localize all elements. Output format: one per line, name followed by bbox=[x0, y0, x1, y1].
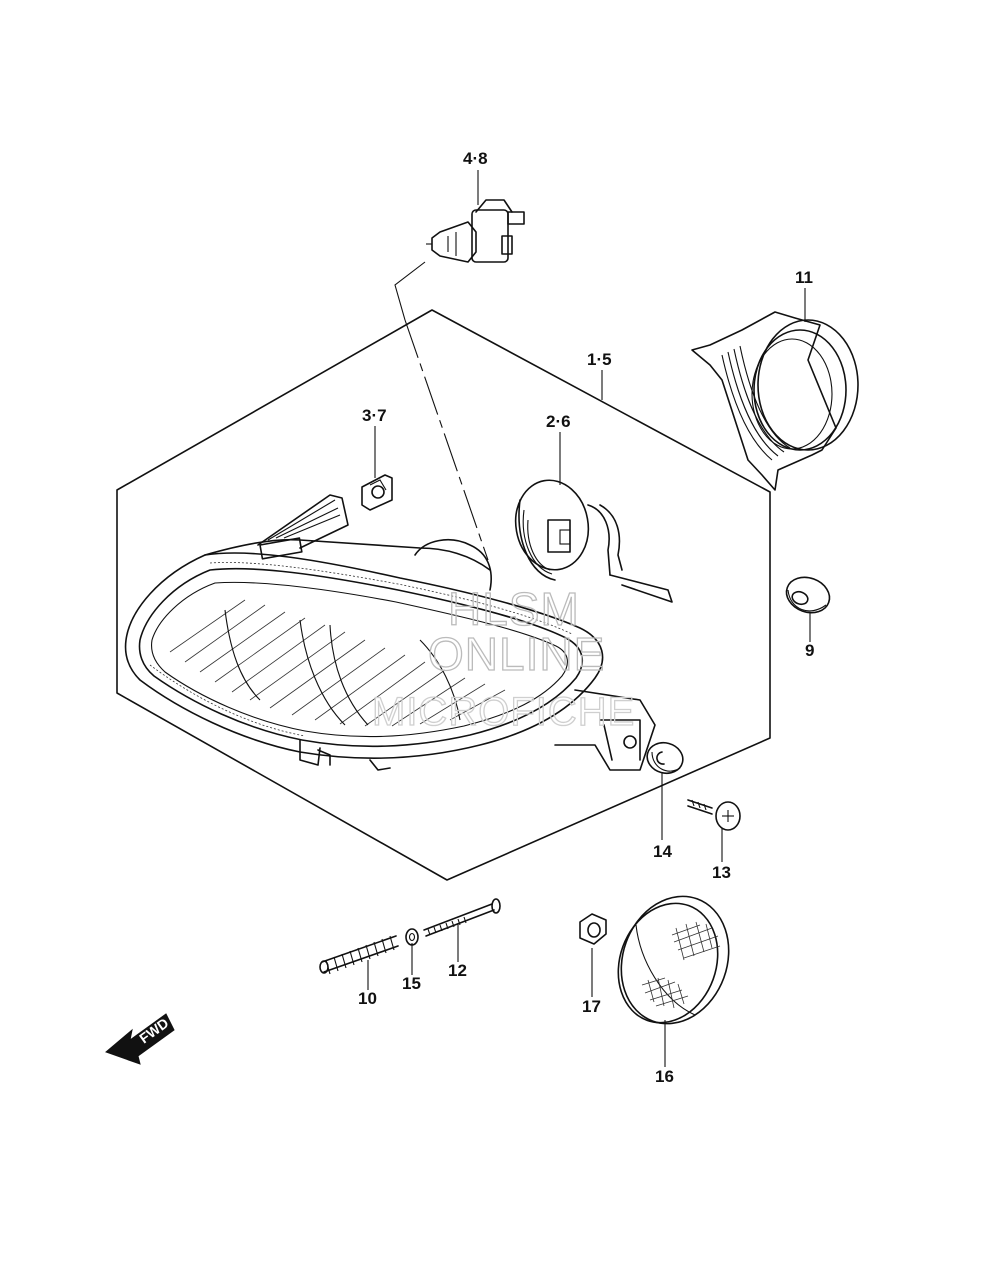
callout-14: 14 bbox=[653, 842, 672, 861]
reflector-nut bbox=[579, 913, 607, 945]
side-reflector bbox=[617, 895, 730, 1025]
bulb-cover-ring bbox=[691, 311, 859, 491]
clip-nut bbox=[361, 474, 393, 511]
callout-3-7: 3·7 bbox=[362, 406, 387, 425]
watermark-line1: HLSM bbox=[448, 583, 580, 635]
callout-11: 11 bbox=[795, 268, 813, 287]
adjuster-washer bbox=[405, 928, 419, 946]
callout-4-8: 4·8 bbox=[463, 149, 488, 168]
headlamp-housing bbox=[124, 494, 656, 771]
callout-13: 13 bbox=[712, 863, 731, 882]
leader-lines bbox=[367, 170, 811, 1067]
mount-grommet bbox=[646, 741, 684, 775]
grommet bbox=[785, 576, 831, 614]
forward-direction-arrow: FWD bbox=[105, 1013, 175, 1065]
adjuster-screw bbox=[423, 898, 501, 937]
callout-2-6: 2·6 bbox=[546, 412, 571, 431]
watermark-line3: MICROFICHE bbox=[372, 690, 635, 734]
watermark: HLSM ONLINE MICROFICHE bbox=[371, 582, 635, 734]
callout-17: 17 bbox=[582, 997, 601, 1016]
callout-9: 9 bbox=[805, 641, 814, 660]
callout-16: 16 bbox=[655, 1067, 674, 1086]
bulb-socket bbox=[514, 479, 673, 603]
callout-12: 12 bbox=[448, 961, 467, 980]
callout-1-5: 1·5 bbox=[587, 350, 612, 369]
callout-labels: 4·8 11 1·5 3·7 2·6 9 14 13 10 15 12 17 1… bbox=[358, 149, 814, 1086]
headlight-bulb bbox=[426, 199, 525, 263]
adjuster-spring bbox=[319, 935, 399, 975]
mount-screw bbox=[687, 799, 741, 831]
assembly-boundary bbox=[116, 309, 771, 881]
watermark-line2: ONLINE bbox=[428, 628, 605, 680]
callout-15: 15 bbox=[402, 974, 421, 993]
callout-10: 10 bbox=[358, 989, 377, 1008]
